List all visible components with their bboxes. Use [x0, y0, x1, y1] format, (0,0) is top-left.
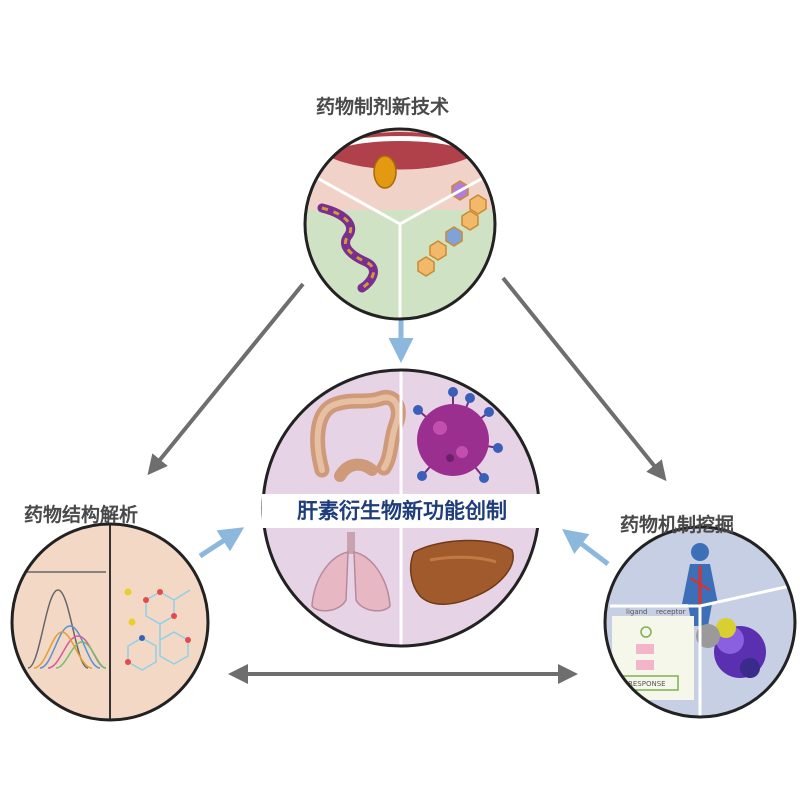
center-title: 肝素衍生物新功能创制 — [262, 494, 542, 528]
label-mechanism-mining: 药物机制挖掘 — [620, 514, 735, 536]
molecule-structure-image — [124, 588, 191, 671]
spectra-plot-image — [22, 571, 107, 669]
colon-image — [310, 389, 406, 482]
liver-image — [409, 539, 514, 605]
arrow-top-to-left — [147, 282, 305, 476]
receptor-sketch-image: ligand receptor RESPONSE — [612, 608, 694, 700]
protein-structure-image — [696, 618, 766, 678]
protein-helix-image — [317, 203, 378, 293]
mouth-capsule-image — [305, 129, 495, 210]
mechanism-mining-circle: ligand receptor RESPONSE — [603, 525, 797, 719]
molecular-chain-image — [417, 180, 487, 277]
response-label: RESPONSE — [628, 680, 666, 688]
arrow-right-to-center — [562, 528, 610, 566]
formulation-tech-circle — [303, 127, 497, 321]
ligand-label: ligand — [626, 608, 648, 616]
structure-analysis-circle — [10, 522, 210, 722]
receptor-label: receptor — [656, 608, 686, 616]
lungs-image — [311, 532, 391, 612]
virus-image — [413, 387, 503, 483]
label-structure-analysis: 药物结构解析 — [24, 504, 139, 526]
arrow-left-to-center — [198, 527, 245, 559]
label-formulation-tech: 药物制剂新技术 — [316, 96, 450, 118]
arrow-top-to-right — [501, 276, 667, 482]
